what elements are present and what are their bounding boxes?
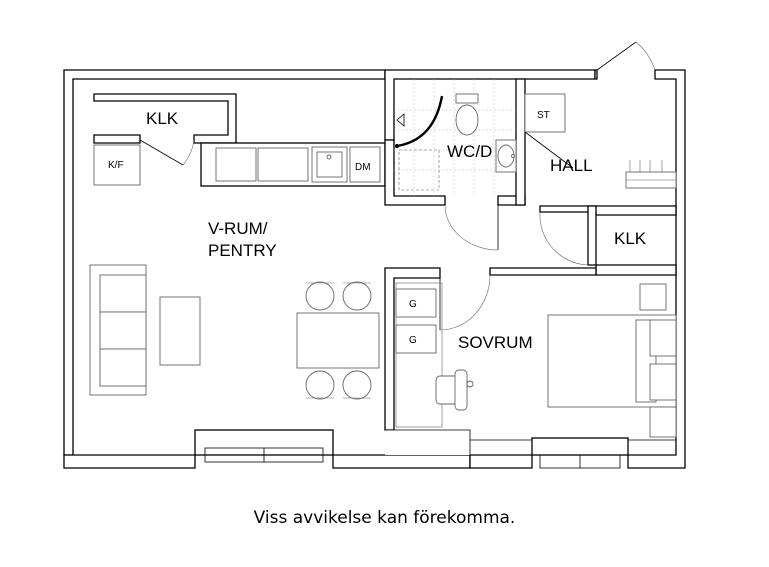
room-label-klk-right: KLK: [614, 229, 647, 248]
appliance-label-kf: K/F: [108, 160, 124, 171]
window-living: [194, 429, 334, 463]
fridge: [93, 144, 141, 186]
klk-closet-right: [539, 205, 677, 276]
bed: [547, 283, 677, 438]
appliance-label-st: ST: [537, 110, 550, 121]
appliance-label-g2: G: [409, 335, 417, 346]
disclaimer-text: Viss avvikelse kan förekomma.: [253, 508, 516, 528]
kitchen-counter: [200, 142, 386, 187]
appliance-label-dm: DM: [355, 162, 371, 173]
floor-plan: KLK WC/D HALL KLK V-RUM/ PENTRY SOVRUM K…: [63, 41, 686, 469]
room-label-sovrum: SOVRUM: [458, 333, 533, 352]
room-label-vrum: V-RUM/: [208, 219, 268, 238]
room-label-hall: HALL: [550, 156, 593, 175]
outer-walls: [63, 69, 686, 469]
window-bedroom: [531, 437, 629, 469]
dining-set: [296, 281, 380, 400]
coffee-table: [159, 296, 201, 366]
bathroom: [384, 78, 526, 251]
wardrobe-2: [395, 324, 437, 354]
room-label-pentry: PENTRY: [208, 241, 277, 260]
hall: [524, 41, 677, 189]
room-label-klk-top: KLK: [146, 109, 179, 128]
appliance-label-g1: G: [409, 299, 417, 310]
bedroom-walls: [384, 267, 597, 455]
desk-chair: [435, 369, 474, 411]
wardrobe-unit: [395, 282, 443, 428]
sofa: [89, 264, 147, 396]
wardrobe-1: [395, 288, 437, 318]
room-label-wcd: WC/D: [447, 142, 492, 161]
klk-closet-top: [93, 93, 237, 166]
